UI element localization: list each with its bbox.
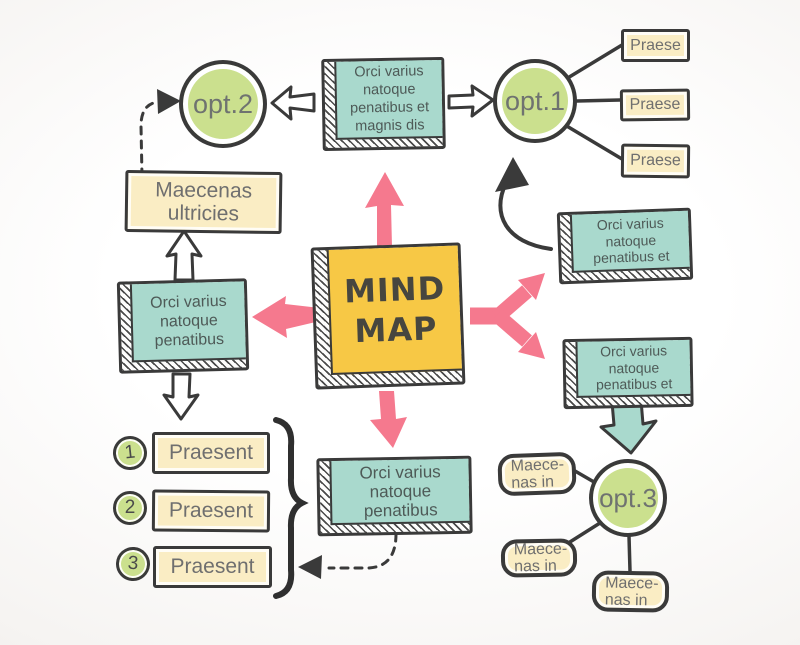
arrow-right-outline <box>447 84 495 118</box>
numbered-circle-3-label: 3 <box>127 552 140 575</box>
opt3-node: opt.3 <box>589 459 667 537</box>
praesent-label-1: Praesent <box>168 441 254 464</box>
top-node: Orci varius natoque penatibus et magnis … <box>321 56 446 152</box>
top-node-label: Orci varius natoque penatibus et magnis … <box>334 59 443 140</box>
curly-brace <box>273 417 309 599</box>
numbered-circle-2-label: 2 <box>124 497 136 518</box>
arrow-branch-pink <box>470 273 545 359</box>
arrow-up-pink <box>365 172 404 247</box>
praese-label-1: Praese <box>630 36 681 54</box>
arrow-down-outline <box>162 372 200 421</box>
praesent-node-3: Praesent <box>153 546 272 588</box>
left-node-label: Orci varius natoque penatibus <box>129 281 246 363</box>
bottom-right-node: Orci varius natoque penatibus et <box>562 336 694 410</box>
praese-node-2: Praese <box>619 88 691 122</box>
arrow-down-pink <box>370 391 407 448</box>
arrow-left-outline <box>270 85 316 121</box>
opt1-connector-lines <box>563 43 624 161</box>
dashed-arrow-to-brace <box>298 532 398 579</box>
curved-arrow-to-opt1 <box>495 157 553 251</box>
arrow-left-pink <box>252 296 320 338</box>
praese-label-3: Praese <box>630 151 681 170</box>
maecenas-node: Maecenas ultricies <box>124 169 283 235</box>
right-node: Orci varius natoque penatibus et <box>556 207 694 285</box>
praesent-label-2: Praesent <box>168 498 254 523</box>
opt2-label: opt.2 <box>192 88 254 119</box>
bottom-right-node-label: Orci varius natoque penatibus et <box>575 339 691 398</box>
maece-3-line1: Maece- <box>605 574 659 592</box>
opt1-node: opt.1 <box>493 59 577 143</box>
maece-node-1: Maece- nas in <box>497 451 577 497</box>
maecenas-label: Maecenas ultricies <box>155 178 253 226</box>
praese-node-1: Praese <box>621 29 690 62</box>
maece-2-line2: nas in <box>514 557 557 576</box>
opt1-label: opt.1 <box>504 85 566 116</box>
center-title-line2: MAP <box>353 308 439 350</box>
maece-1-line2: nas in <box>511 473 555 492</box>
praesent-node-1: Praesent <box>152 432 270 474</box>
opt3-label: opt.3 <box>599 482 657 513</box>
praesent-label-3: Praesent <box>170 555 255 578</box>
center-title-line1: MIND <box>343 268 446 311</box>
numbered-circle-2: 2 <box>113 491 147 525</box>
maece-node-2: Maece- nas in <box>500 538 578 578</box>
center-node-mind-map: MIND MAP <box>310 242 466 390</box>
dashed-arrow-to-opt2 <box>139 89 181 178</box>
opt2-node: opt.2 <box>179 60 267 148</box>
praesent-node-2: Praesent <box>151 489 271 533</box>
bottom-node: Orci varius natoque penatibus <box>316 455 473 537</box>
maece-1-line1: Maece- <box>510 456 565 475</box>
maece-3-line2: nas in <box>604 591 648 609</box>
maece-2-line1: Maece- <box>513 540 568 559</box>
maece-node-3: Maece- nas in <box>591 570 670 613</box>
right-node-label: Orci varius natoque penatibus et <box>569 210 690 273</box>
numbered-circle-1-label: 1 <box>123 441 137 464</box>
left-node: Orci varius natoque penatibus <box>116 278 250 374</box>
praese-label-2: Praese <box>629 95 681 114</box>
arrow-up-outline <box>165 229 203 282</box>
praese-node-3: Praese <box>620 143 691 179</box>
bottom-node-label: Orci varius natoque penatibus <box>329 458 470 526</box>
